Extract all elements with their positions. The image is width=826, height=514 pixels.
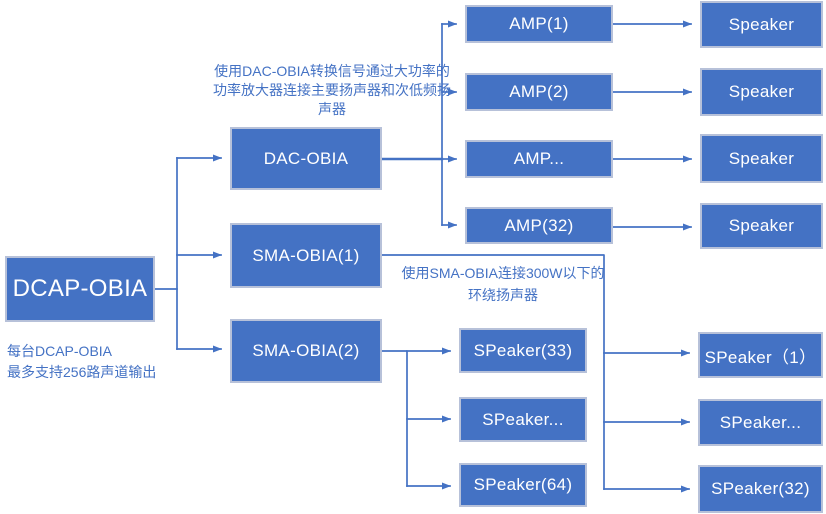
node-speaker-33: SPeaker(33) <box>459 328 587 373</box>
node-amp-2: AMP(2) <box>465 73 613 111</box>
node-surround-speaker-32: SPeaker(32) <box>698 465 823 513</box>
node-sma-obia-2: SMA-OBIA(2) <box>230 319 382 383</box>
node-speaker-64: SPeaker(64) <box>459 463 587 507</box>
node-speaker-2: Speaker <box>700 68 823 116</box>
dcap-obia-note: 每台DCAP-OBIA 最多支持256路声道输出 <box>7 343 157 380</box>
node-speaker-1: Speaker <box>700 1 823 48</box>
node-dcap-obia: DCAP-OBIA <box>5 256 155 322</box>
dac-obia-note: 使用DAC-OBIA转换信号通过大功率的功率放大器连接主要扬声器和次低频扬声器 <box>213 63 451 117</box>
node-speaker-3: Speaker <box>700 134 823 183</box>
node-speaker-more-right: SPeaker... <box>698 399 823 446</box>
node-amp-1: AMP(1) <box>465 5 613 43</box>
node-amp-more: AMP... <box>465 140 613 178</box>
node-speaker-more-mid: SPeaker... <box>459 397 587 442</box>
node-surround-speaker-1: SPeaker（1） <box>698 332 823 378</box>
node-amp-32: AMP(32) <box>465 207 613 244</box>
node-speaker-4: Speaker <box>700 203 823 249</box>
node-dac-obia: DAC-OBIA <box>230 127 382 190</box>
sma-obia-note: 使用SMA-OBIA连接300W以下的环绕扬声器 <box>401 265 605 303</box>
node-sma-obia-1: SMA-OBIA(1) <box>230 223 382 288</box>
